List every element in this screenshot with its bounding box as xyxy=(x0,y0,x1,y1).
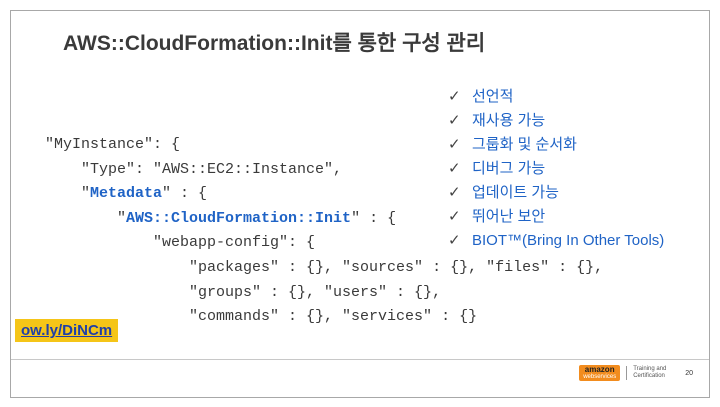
code-text: " : { xyxy=(351,209,397,227)
checklist-item-label: 선언적 xyxy=(472,88,514,105)
check-icon: ✓ xyxy=(448,160,461,177)
code-line: "MyInstance": { xyxy=(45,136,181,153)
checklist-item-label: 업데이트 가능 xyxy=(472,184,559,201)
check-icon: ✓ xyxy=(448,184,461,201)
check-icon: ✓ xyxy=(448,88,461,105)
aws-logo: amazon webservices xyxy=(579,365,621,381)
feature-checklist: ✓ 선언적 ✓ 재사용 가능 ✓ 그룹화 및 순서화 ✓ 디버그 가능 ✓ 업데이트 가능… xyxy=(448,85,664,253)
code-snippet: "MyInstance": { "Type": "AWS::EC2::Insta… xyxy=(45,133,603,330)
checklist-item-label: 그룹화 및 순서화 xyxy=(472,136,577,153)
short-link[interactable]: ow.ly/DiNCm xyxy=(15,319,119,342)
code-text: " xyxy=(45,185,91,203)
code-line: "groups" : {}, "users" : {}, xyxy=(45,283,442,301)
check-icon: ✓ xyxy=(448,208,461,225)
checklist-item-label: 뛰어난 보안 xyxy=(472,208,546,225)
checklist-item: ✓ 그룹화 및 순서화 xyxy=(448,133,664,157)
code-line: "Metadata" : { xyxy=(45,182,603,207)
code-line: "commands" : {}, "services" : {} xyxy=(45,308,478,326)
checklist-item-label: BIOT™(Bring In Other Tools) xyxy=(472,232,665,249)
check-icon: ✓ xyxy=(448,136,461,153)
checklist-item: ✓ 선언적 xyxy=(448,85,664,109)
code-keyword-cfn-init: AWS::CloudFormation::Init xyxy=(126,209,352,227)
checklist-item-label: 디버그 가능 xyxy=(472,160,546,177)
slide-title: AWS::CloudFormation::Init를 통한 구성 관리 xyxy=(63,32,486,55)
slide: AWS::CloudFormation::Init를 통한 구성 관리 ✓ 선언적… xyxy=(10,10,710,398)
code-line: "webapp-config": { xyxy=(45,234,316,252)
checklist-item-label: 재사용 가능 xyxy=(472,112,546,129)
checklist-item: ✓ 뛰어난 보안 xyxy=(448,205,664,229)
code-text: " xyxy=(45,209,127,227)
logo-wordmark: amazon xyxy=(584,365,615,374)
checklist-item: ✓ 재사용 가능 xyxy=(448,109,664,133)
logo-subtext: webservices xyxy=(583,374,617,380)
code-line: "packages" : {}, "sources" : {}, "files"… xyxy=(45,258,604,276)
code-text: " : { xyxy=(162,185,208,203)
checklist-item: ✓ BIOT™(Bring In Other Tools) xyxy=(448,229,664,253)
code-keyword-metadata: Metadata xyxy=(90,185,163,203)
footer: amazon webservices Training and Certific… xyxy=(579,365,693,381)
check-icon: ✓ xyxy=(448,112,461,129)
code-line: "Type": "AWS::EC2::Instance", xyxy=(45,160,343,178)
page-number: 20 xyxy=(685,369,693,377)
logo-separator xyxy=(626,366,628,380)
checklist-item: ✓ 디버그 가능 xyxy=(448,157,664,181)
code-line: "AWS::CloudFormation::Init" : { xyxy=(45,207,603,232)
check-icon: ✓ xyxy=(448,232,461,249)
training-label: Training and Certification xyxy=(633,366,667,379)
checklist-item: ✓ 업데이트 가능 xyxy=(448,181,664,205)
footer-divider xyxy=(11,359,709,360)
